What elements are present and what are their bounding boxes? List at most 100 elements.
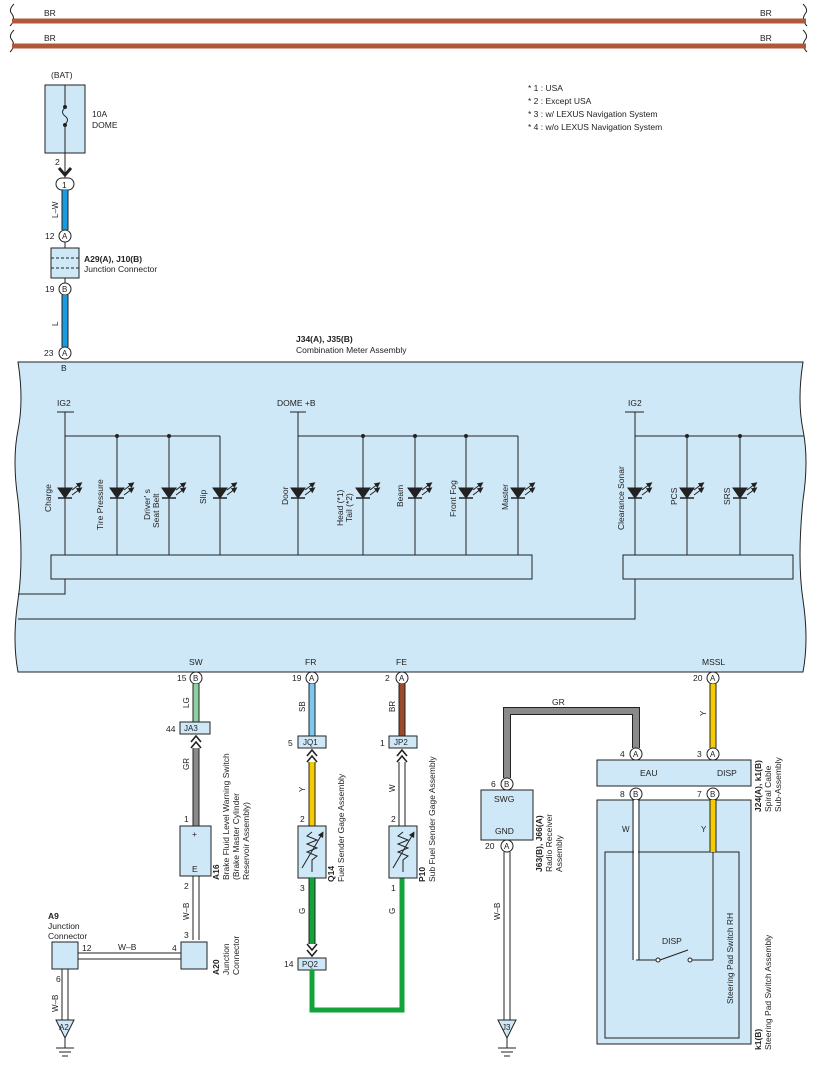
wire-color: Y <box>699 710 708 716</box>
led-label: Slip <box>198 490 208 504</box>
component-code: A16 <box>211 864 221 880</box>
wire-color: Y <box>701 825 707 834</box>
component-name: Radio Receiver <box>544 814 554 872</box>
junction-connector-a20: 3 4 A20 Junction Connector <box>172 930 241 975</box>
wire-color: L–W <box>51 201 60 218</box>
wire-color: W–B <box>182 903 191 920</box>
pin-number: 1 <box>391 883 396 893</box>
led-emission-arrow <box>71 482 83 491</box>
pin-number: 6 <box>491 779 496 789</box>
component-name: Brake Fluid Level Warning Switch <box>221 753 231 880</box>
led-emission-arrow <box>304 487 316 496</box>
component-code: J34(A), J35(B) <box>296 334 353 344</box>
component-code: J63(B), J66(A) <box>534 815 544 872</box>
wire-color: LG <box>182 697 191 708</box>
inner-switch-name: Steering Pad Switch RH <box>725 913 735 1004</box>
ig2-label: IG2 <box>628 398 642 408</box>
led-emission-arrow <box>71 487 83 496</box>
pin-letter: B <box>193 674 198 683</box>
legend-item: * 1 : USA <box>528 83 563 93</box>
led-label: Tire Pressure <box>95 479 105 530</box>
pin-number: 23 <box>44 348 54 358</box>
pin-number: 7 <box>697 789 702 799</box>
pin-number: 15 <box>177 673 187 683</box>
wire-color: GR <box>552 697 565 707</box>
spiral-terminal: EAU <box>640 768 657 778</box>
led-label: Clearance Sonar <box>616 466 626 530</box>
pin-letter: B <box>504 780 509 789</box>
meter-terminal: FR <box>305 657 316 667</box>
component-name: Junction <box>221 943 231 975</box>
ground-label: J3 <box>502 1023 511 1032</box>
bus-label: BR <box>44 33 56 43</box>
component-name: Connector <box>231 936 241 975</box>
component-code: k1(B) <box>753 1029 763 1050</box>
led-symbol <box>57 487 73 499</box>
radio-terminal: GND <box>495 826 514 836</box>
legend: * 1 : USA * 2 : Except USA * 3 : w/ LEXU… <box>528 83 662 132</box>
led-symbol <box>212 487 228 499</box>
pin-number: 3 <box>697 749 702 759</box>
wire-color: W–B <box>493 903 502 920</box>
led-emission-arrow <box>421 482 433 491</box>
wire-color: W–B <box>118 942 137 952</box>
led-symbol <box>355 487 371 499</box>
bus-label: BR <box>44 8 56 18</box>
component-name: Sub-Assembly <box>773 756 783 812</box>
component-name: Fuel Sender Gage Assembly <box>336 773 346 882</box>
pin-letter: A <box>62 349 68 358</box>
connector-name: JP2 <box>394 738 408 747</box>
fuse-rating: 10A <box>92 109 107 119</box>
led-emission-arrow <box>524 482 536 491</box>
pin-number: 14 <box>284 959 294 969</box>
ground-j3: J3 <box>497 1019 517 1057</box>
brake-fluid-switch-a16: 1 + E 2 A16 Brake Fluid Level Warning Sw… <box>179 753 251 891</box>
radio-terminal: SWG <box>494 794 514 804</box>
component-code: A9 <box>48 911 59 921</box>
ground-label: A2 <box>59 1023 69 1032</box>
connector-jp2 <box>388 735 418 749</box>
connector-ja3 <box>179 721 211 735</box>
component-code: Q14 <box>326 866 336 882</box>
pin-number: 12 <box>45 231 55 241</box>
pin-number: 1 <box>380 738 385 748</box>
led-emission-arrow <box>641 487 653 496</box>
legend-item: * 3 : w/ LEXUS Navigation System <box>528 109 657 119</box>
wire-color: L <box>51 321 60 326</box>
bus-label: BR <box>760 8 772 18</box>
component-code: A29(A), J10(B) <box>84 254 142 264</box>
component-name: Sub Fuel Sender Gage Assembly <box>427 756 437 882</box>
connector-name: JQ1 <box>303 738 318 747</box>
ground-a2: A2 <box>55 1019 75 1057</box>
wire-color: W <box>622 825 630 834</box>
pin-number: 6 <box>56 974 61 984</box>
wire-color: W <box>388 784 397 792</box>
br-bus: BR BR BR BR <box>9 3 808 53</box>
led-label: Driver' s <box>142 489 152 520</box>
led-symbol <box>510 487 526 499</box>
led-emission-arrow <box>123 482 135 491</box>
led-label: Tail (*2) <box>344 493 354 522</box>
legend-item: * 4 : w/o LEXUS Navigation System <box>528 122 662 132</box>
connector-name: JA3 <box>184 724 198 733</box>
led-emission-arrow <box>123 487 135 496</box>
meter-terminal: FE <box>396 657 407 667</box>
fuel-sender-q14: 2 3 Q14 Fuel Sender Gage Assembly <box>297 773 346 893</box>
wire-color: W–B <box>51 995 60 1012</box>
led-emission-arrow <box>524 487 536 496</box>
led-label: Seat Belt <box>151 493 161 528</box>
fuse-pin: 2 <box>55 157 60 167</box>
led-emission-arrow <box>175 482 187 491</box>
led-emission-arrow <box>226 487 238 496</box>
component-name: Steering Pad Switch Assembly <box>763 934 773 1050</box>
pin-number: 2 <box>300 814 305 824</box>
led-emission-arrow <box>175 487 187 496</box>
component-name: Junction Connector <box>84 264 157 274</box>
pin-number: 4 <box>172 943 177 953</box>
dome-b-label: DOME +B <box>277 398 316 408</box>
pin-number: 19 <box>45 284 55 294</box>
fuse-dome: (BAT) 10A DOME 2 <box>44 70 118 167</box>
ig2-label: IG2 <box>57 398 71 408</box>
led-symbol <box>109 487 125 499</box>
